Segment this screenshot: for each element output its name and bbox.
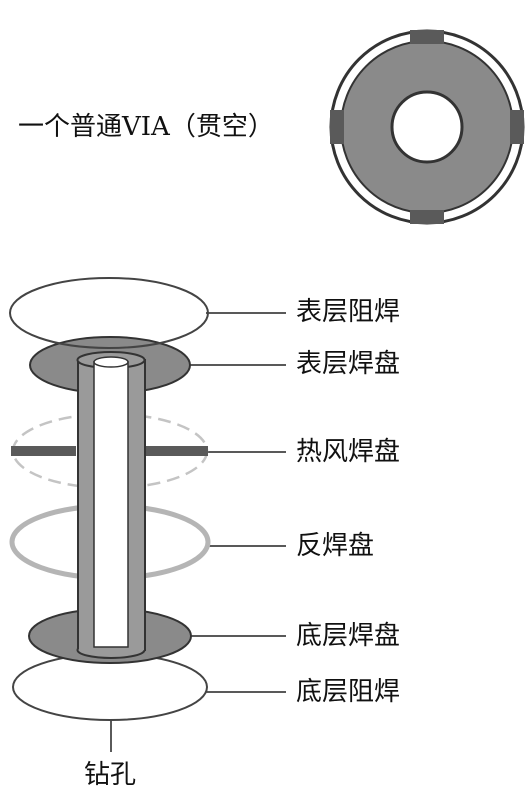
top-solder-mask <box>9 277 209 349</box>
thermal-spoke-right <box>510 110 524 144</box>
label-bottom-pad: 底层焊盘 <box>296 621 401 651</box>
via-title: 一个普通VIA（贯空） <box>18 112 274 142</box>
label-drill: 钻孔 <box>84 760 137 790</box>
top-view-drill-hole <box>390 90 464 164</box>
thermal-spoke-left <box>330 110 344 144</box>
label-top-mask: 表层阻焊 <box>296 297 401 327</box>
thermal-pad-spoke-left <box>11 446 76 456</box>
drill-hole-top <box>93 356 129 368</box>
label-thermal-pad: 热风焊盘 <box>296 437 401 467</box>
thermal-spoke-bottom <box>410 210 444 224</box>
label-anti-pad: 反焊盘 <box>296 531 375 561</box>
thermal-pad-spoke-right <box>143 446 208 456</box>
via-top-view <box>329 29 525 225</box>
label-bottom-mask: 底层阻焊 <box>296 677 401 707</box>
thermal-spoke-top <box>410 30 444 44</box>
via-barrel <box>76 351 146 659</box>
label-top-pad: 表层焊盘 <box>296 349 401 379</box>
drill-hole-inner <box>93 361 129 648</box>
